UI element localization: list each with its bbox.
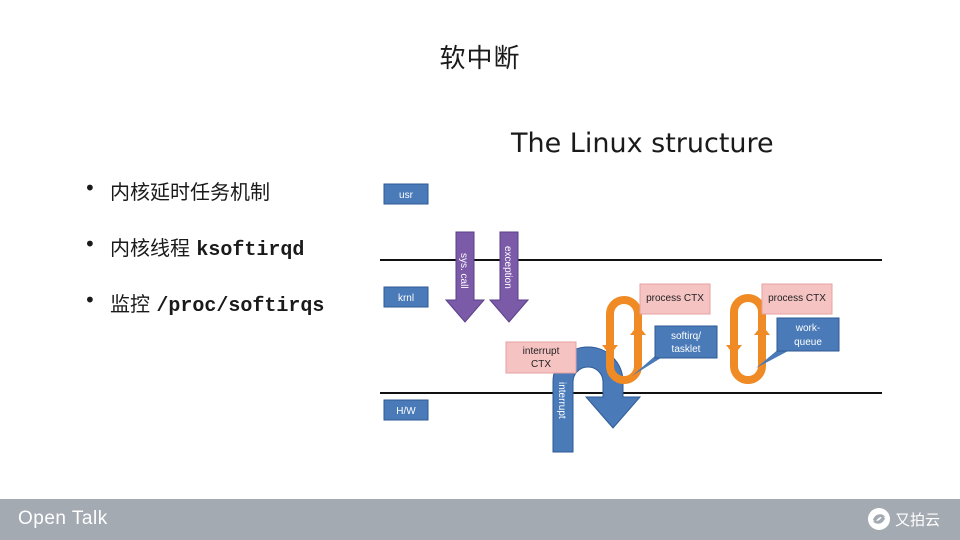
interrupt-ctx-box: interrupt CTX — [505, 341, 577, 374]
layer-usr: usr — [383, 183, 429, 205]
bullet-text: 内核线程 — [110, 236, 197, 260]
footer-logo: 又拍云 — [867, 506, 940, 532]
workqueue-box: work- queue — [756, 317, 840, 368]
footer-bar: Open Talk 又拍云 — [0, 499, 960, 540]
svg-text:softirq/: softirq/ — [671, 331, 701, 342]
bullet-text: 监控 — [110, 292, 157, 316]
upyun-logo-icon — [867, 508, 890, 530]
svg-text:exception: exception — [502, 246, 513, 289]
bullet-list: 内核延时任务机制 内核线程 ksoftirqd 监控 /proc/softirq… — [84, 176, 324, 344]
footer-logo-text: 又拍云 — [894, 510, 940, 529]
svg-text:process CTX: process CTX — [646, 293, 704, 304]
svg-text:krnl: krnl — [398, 293, 414, 304]
svg-text:interrupt: interrupt — [556, 382, 567, 419]
svg-text:queue: queue — [794, 337, 822, 348]
bullet-text: 内核延时任务机制 — [110, 180, 270, 204]
layer-krnl: krnl — [383, 286, 429, 308]
bullet-code: ksoftirqd — [196, 239, 305, 262]
layer-hw: H/W — [383, 399, 429, 421]
svg-text:H/W: H/W — [396, 406, 416, 417]
diagram-title: The Linux structure — [511, 128, 774, 159]
softirq-tasklet-box: softirq/ tasklet — [632, 325, 718, 376]
orange-loop-1 — [602, 296, 646, 384]
svg-text:CTX: CTX — [531, 359, 551, 370]
svg-text:usr: usr — [399, 190, 414, 201]
footer-brand: Open Talk — [18, 508, 108, 529]
bullet-item: 内核线程 ksoftirqd — [84, 232, 324, 288]
orange-loop-2 — [726, 294, 770, 384]
bullet-code: /proc/softirqs — [156, 295, 325, 318]
svg-text:tasklet: tasklet — [672, 344, 701, 355]
process-ctx-box-1: process CTX — [639, 283, 711, 315]
slide-title: 软中断 — [439, 44, 521, 74]
process-ctx-box-2: process CTX — [761, 283, 833, 315]
exception-arrow: exception — [488, 231, 530, 323]
svg-text:interrupt: interrupt — [523, 346, 560, 357]
syscall-arrow: sys. call — [444, 231, 486, 323]
svg-text:process CTX: process CTX — [768, 293, 826, 304]
bullet-item: 监控 /proc/softirqs — [84, 288, 324, 344]
svg-text:sys. call: sys. call — [458, 253, 469, 289]
bullet-item: 内核延时任务机制 — [84, 176, 324, 232]
svg-text:work-: work- — [795, 323, 820, 334]
